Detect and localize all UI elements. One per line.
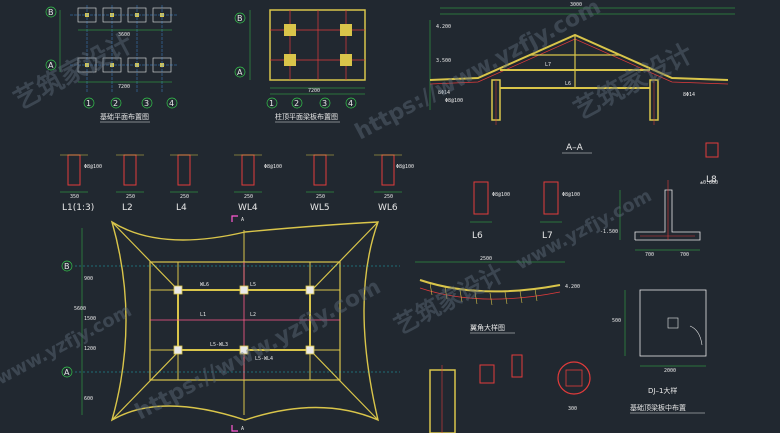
roof-dim-5: 5600 bbox=[74, 306, 86, 312]
dj1-h: 500 bbox=[612, 318, 621, 324]
beam-sections: 350 250 250 250 250 250 Φ8@100 Φ8@100 Φ8… bbox=[60, 142, 719, 241]
section-elev-1: 4.200 bbox=[436, 24, 451, 30]
sect-rebar-note-4: Φ8@100 bbox=[492, 192, 510, 198]
wing-dim: 2500 bbox=[480, 256, 492, 262]
dim-foundation-bay: 3600 bbox=[118, 32, 130, 38]
sect-wl5-w: 250 bbox=[316, 194, 325, 200]
roof-plan: B A L5 WL6 L1 L2 L5-WL3 L5-WL4 900 1500 … bbox=[61, 215, 400, 432]
column-plan-title: 柱顶平面梁板布置图 bbox=[275, 112, 338, 121]
column-plan: B A 1 2 3 4 7200 柱顶平面梁板布置图 bbox=[234, 9, 366, 123]
roof-axis-b: B bbox=[64, 262, 70, 271]
axis-label-3: 3 bbox=[144, 99, 149, 108]
section-rebar-1: 8Φ14 bbox=[438, 90, 450, 96]
tag-l8: L8 bbox=[706, 175, 717, 185]
watermark-6: www.yzfjy.com bbox=[512, 185, 655, 274]
dj1-detail: 2000 500 DJ–1大样 基础顶梁板中布置 bbox=[612, 289, 707, 414]
section-elev-2: 3.500 bbox=[436, 58, 451, 64]
sect-l4-w: 250 bbox=[180, 194, 189, 200]
tag-l2: L2 bbox=[122, 203, 133, 213]
footing-elev-0: ±0.000 bbox=[700, 180, 718, 186]
foundation-plan-title: 基础平面布置图 bbox=[100, 112, 149, 121]
roof-sect-mark-a1: A bbox=[241, 217, 244, 223]
axis-label-b-left: B bbox=[48, 8, 54, 17]
footing-elev: -1.500 bbox=[600, 229, 618, 235]
tag-l1: L1(1:3) bbox=[62, 203, 94, 213]
colplan-axis-b: B bbox=[237, 14, 243, 23]
dj1-w: 2000 bbox=[664, 368, 676, 374]
section-aa: L7 L6 4.200 3.500 8Φ14 Φ8@100 8Φ14 3000 … bbox=[429, 2, 735, 154]
watermark-1: https://www.yzfjy.com bbox=[351, 0, 605, 145]
roof-dim-2: 1500 bbox=[84, 316, 96, 322]
sect-l2-w: 250 bbox=[126, 194, 135, 200]
roof-label-wl4: L5-WL4 bbox=[255, 356, 273, 362]
sect-rebar-note-1: Φ8@100 bbox=[84, 164, 102, 170]
section-rebar-3: 8Φ14 bbox=[683, 92, 695, 98]
roof-detail-title: 翼角大样图 bbox=[470, 323, 505, 332]
section-label-l7: L7 bbox=[545, 62, 551, 68]
sect-rebar-note-2: Φ8@100 bbox=[264, 164, 282, 170]
tag-wl6: WL6 bbox=[378, 203, 398, 213]
foundation-plan: B A 1 2 3 4 7200 3600 基础平面布置图 bbox=[45, 5, 178, 123]
colplan-dim: 7200 bbox=[308, 88, 320, 94]
tag-l6: L6 bbox=[472, 231, 483, 241]
colplan-axis-3: 3 bbox=[322, 99, 327, 108]
section-aa-title: A–A bbox=[566, 143, 584, 153]
colplan-axis-1: 1 bbox=[269, 99, 274, 108]
dj1-title: DJ–1大样 bbox=[648, 386, 677, 395]
roof-sect-mark-a2: A bbox=[241, 426, 244, 432]
footing-section: -1.500 ±0.000 700 700 bbox=[600, 180, 718, 258]
axis-label-a-left: A bbox=[48, 61, 54, 70]
dim-foundation-span: 7200 bbox=[118, 84, 130, 90]
roof-dim-3: 1200 bbox=[84, 346, 96, 352]
sect-wl4-w: 250 bbox=[244, 194, 253, 200]
footing-w2: 700 bbox=[680, 252, 689, 258]
tag-wl5: WL5 bbox=[310, 203, 330, 213]
roof-dim-4: 600 bbox=[84, 396, 93, 402]
section-rebar-2: Φ8@100 bbox=[445, 98, 463, 104]
axis-label-2: 2 bbox=[113, 99, 118, 108]
roof-label-l1: L1 bbox=[200, 312, 206, 318]
sect-rebar-note-5: Φ8@100 bbox=[562, 192, 580, 198]
footing-w1: 700 bbox=[645, 252, 654, 258]
dj1-subtitle: 基础顶梁板中布置 bbox=[630, 403, 686, 412]
axis-label-1: 1 bbox=[86, 99, 91, 108]
sect-wl6-w: 250 bbox=[384, 194, 393, 200]
wing-detail: 2500 4.200 翼角大样图 300 bbox=[415, 256, 591, 433]
roof-label-wl6: WL6 bbox=[200, 282, 209, 288]
colplan-axis-4: 4 bbox=[348, 99, 353, 108]
roof-label-l5: L5 bbox=[250, 282, 256, 288]
wing-elev: 4.200 bbox=[565, 284, 580, 290]
roof-label-wl3: L5-WL3 bbox=[210, 342, 228, 348]
col-detail-dim: 300 bbox=[568, 406, 577, 412]
section-dim-top: 3000 bbox=[570, 2, 582, 8]
roof-label-l2: L2 bbox=[250, 312, 256, 318]
tag-wl4: WL4 bbox=[238, 203, 258, 213]
roof-axis-a: A bbox=[64, 368, 70, 377]
tag-l7: L7 bbox=[542, 231, 553, 241]
section-label-l6: L6 bbox=[565, 81, 571, 87]
sect-rebar-note-3: Φ8@100 bbox=[396, 164, 414, 170]
axis-label-4: 4 bbox=[169, 99, 174, 108]
roof-dim-1: 900 bbox=[84, 276, 93, 282]
colplan-axis-2: 2 bbox=[294, 99, 299, 108]
colplan-axis-a: A bbox=[237, 68, 243, 77]
sect-l1-w: 350 bbox=[70, 194, 79, 200]
tag-l4: L4 bbox=[176, 203, 187, 213]
